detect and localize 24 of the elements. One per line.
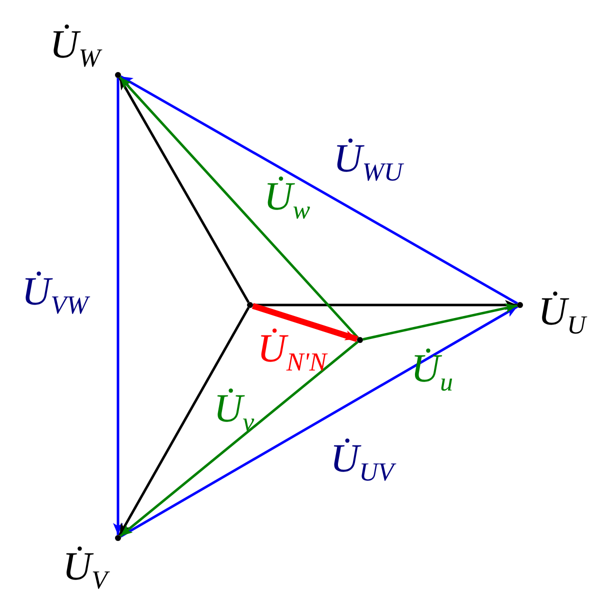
edge-label: U̇$_{N'N}$ bbox=[257, 328, 327, 376]
edge-label: U̇$_{u}$ bbox=[411, 348, 453, 396]
phasor-arrow bbox=[120, 340, 358, 538]
phasor-arrow bbox=[120, 75, 518, 305]
phasor-arrow bbox=[362, 303, 518, 341]
edge-label: U̇$_{UV}$ bbox=[330, 438, 394, 486]
edge-label: U̇$_{VW}$ bbox=[22, 271, 88, 319]
junction-dot bbox=[517, 302, 523, 308]
phasor-arrow bbox=[118, 307, 250, 536]
phasor-arrow bbox=[119, 76, 359, 339]
edge-label: U̇$_{WU}$ bbox=[333, 138, 403, 186]
phasor-arrow bbox=[253, 300, 517, 310]
phasor-arrow bbox=[118, 76, 250, 304]
phasor-arrow bbox=[252, 303, 358, 342]
edge-label: U̇$_{v}$ bbox=[214, 388, 254, 436]
phasor-arrow bbox=[113, 78, 123, 535]
phasor-label: U̇$_{W}$ bbox=[50, 24, 100, 72]
edge-label: U̇$_{w}$ bbox=[264, 176, 310, 224]
junction-dot bbox=[115, 72, 121, 78]
junction-dot bbox=[115, 535, 121, 541]
phasor-label: U̇$_{U}$ bbox=[538, 291, 586, 339]
phasor-arrow bbox=[120, 305, 518, 538]
junction-dot bbox=[247, 302, 253, 308]
phasor-label: U̇$_{V}$ bbox=[62, 546, 108, 594]
